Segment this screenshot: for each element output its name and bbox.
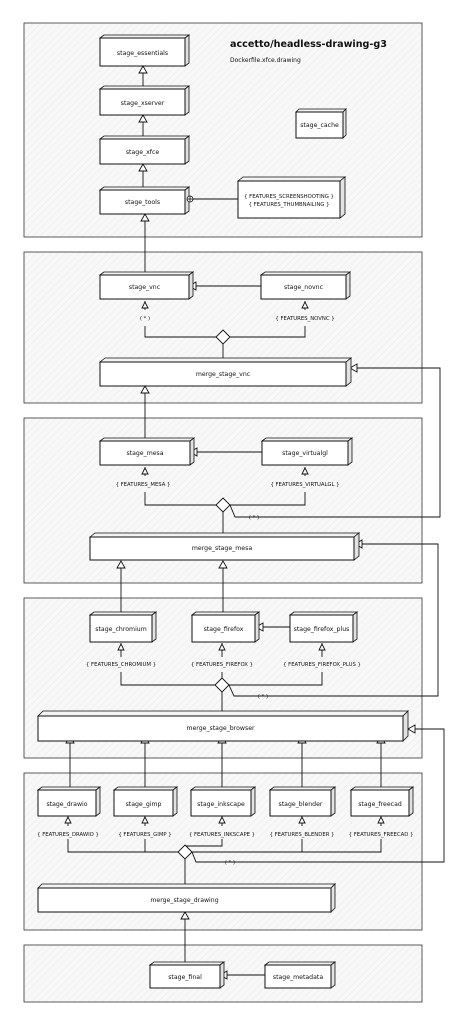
diagram-title: accetto/headless-drawing-g3 [230,39,387,50]
stage-mesa-label: stage_mesa [126,450,163,457]
stage-inkscape-label: stage_inkscape [197,801,245,808]
stage-final-label: stage_final [168,974,202,981]
condition-features-blender: { FEATURES_BLENDER } [270,832,335,838]
stage-novnc-label: stage_novnc [284,284,324,291]
merge-stage-drawing-label: merge_stage_drawing [150,897,218,904]
stage-final-box: stage_final [148,961,226,989]
stage-drawio-label: stage_drawio [46,801,87,808]
stage-chromium-box: stage_chromium [88,611,158,643]
condition-features-novnc: { FEATURES_NOVNC } [275,316,334,322]
condition-features-freecad: { FEATURES_FREECAD } [349,832,414,838]
stage-essentials-label: stage_essentials [117,50,168,57]
choice-diamond-browser [214,677,230,693]
stage-gimp-label: stage_gimp [126,801,162,808]
condition-star-browser-bypass: ( * ) [225,860,235,866]
merge-stage-browser-label: merge_stage_browser [186,725,255,732]
condition-features-mesa: { FEATURES_MESA } [116,482,171,488]
merge-stage-drawing-box: merge_stage_drawing [37,883,336,913]
stage-metadata-box: stage_metadata [263,961,337,989]
stage-tools-box: stage_tools [98,186,191,215]
connectors [67,72,445,976]
condition-features-gimp: { FEATURES_GIMP } [118,832,171,838]
stage-metadata-label: stage_metadata [273,974,323,981]
stage-drawio-box: stage_drawio [36,786,102,817]
stage-freecad-label: stage_freecad [358,801,402,808]
condition-features-drawio: { FEATURES_DRAWIO } [37,832,99,838]
stage-blender-box: stage_blender [268,786,337,817]
nesting-icon [186,195,194,203]
stage-inkscape-box: stage_inkscape [189,786,257,817]
group-frame-base [23,22,423,238]
merge-stage-mesa-box: merge_stage_mesa [88,532,361,561]
choice-diamond-vnc [215,329,231,345]
stage-chromium-label: stage_chromium [95,626,146,633]
condition-features-inkscape: { FEATURES_INKSCAPE } [189,832,255,838]
condition-features-virtualgl: { FEATURES_VIRTUALGL } [270,482,339,488]
stage-cache-label: stage_cache [300,122,339,129]
stage-firefox-plus-label: stage_firefox_plus [294,626,350,633]
condition-features-chromium: { FEATURES_CHROMIUM } [86,662,156,668]
stage-essentials-box: stage_essentials [98,34,191,67]
merge-stage-browser-box: merge_stage_browser [37,710,409,742]
features-tools-box: { FEATURES_SCREENSHOOTING } { FEATURES_T… [236,176,347,219]
stage-xfce-box: stage_xfce [98,135,191,165]
stage-tools-label: stage_tools [125,199,160,206]
stage-cache-box: stage_cache [295,108,347,139]
stage-mesa-box: stage_mesa [98,437,196,466]
features-screenshooting-label: { FEATURES_SCREENSHOOTING } [244,194,334,200]
condition-features-firefox: { FEATURES_FIREFOX } [191,662,253,668]
condition-star-mesa-bypass: ( * ) [258,694,268,700]
condition-star-vnc-stage: ( * ) [140,316,150,322]
condition-features-firefox-plus: { FEATURES_FIREFOX_PLUS } [283,662,361,668]
diagram-subtitle: Dockerfile.xfce.drawing [230,57,301,64]
stage-freecad-box: stage_freecad [349,786,415,817]
stage-firefox-box: stage_firefox [190,611,261,643]
stage-xfce-label: stage_xfce [126,149,160,156]
stage-firefox-label: stage_firefox [204,626,244,633]
stage-xserver-box: stage_xserver [98,85,191,116]
merge-stage-vnc-label: merge_stage_vnc [196,371,251,378]
stage-virtualgl-box: stage_virtualgl [260,437,354,466]
stage-xserver-label: stage_xserver [121,100,165,107]
choice-diamond-drawing [177,844,193,860]
stage-virtualgl-label: stage_virtualgl [282,450,328,457]
stage-novnc-box: stage_novnc [259,271,352,300]
stage-firefox-plus-box: stage_firefox_plus [288,611,359,643]
stage-vnc-label: stage_vnc [129,284,161,291]
stage-vnc-box: stage_vnc [98,271,195,300]
merge-stage-vnc-box: merge_stage_vnc [98,357,353,387]
stage-blender-label: stage_blender [279,801,323,808]
choice-diamond-mesa [215,497,231,513]
merge-stage-mesa-label: merge_stage_mesa [192,545,252,552]
features-thumbnailing-label: { FEATURES_THUMBNAILING } [249,202,330,208]
condition-star-vnc-bypass: ( * ) [249,515,259,521]
stage-gimp-box: stage_gimp [112,786,179,817]
